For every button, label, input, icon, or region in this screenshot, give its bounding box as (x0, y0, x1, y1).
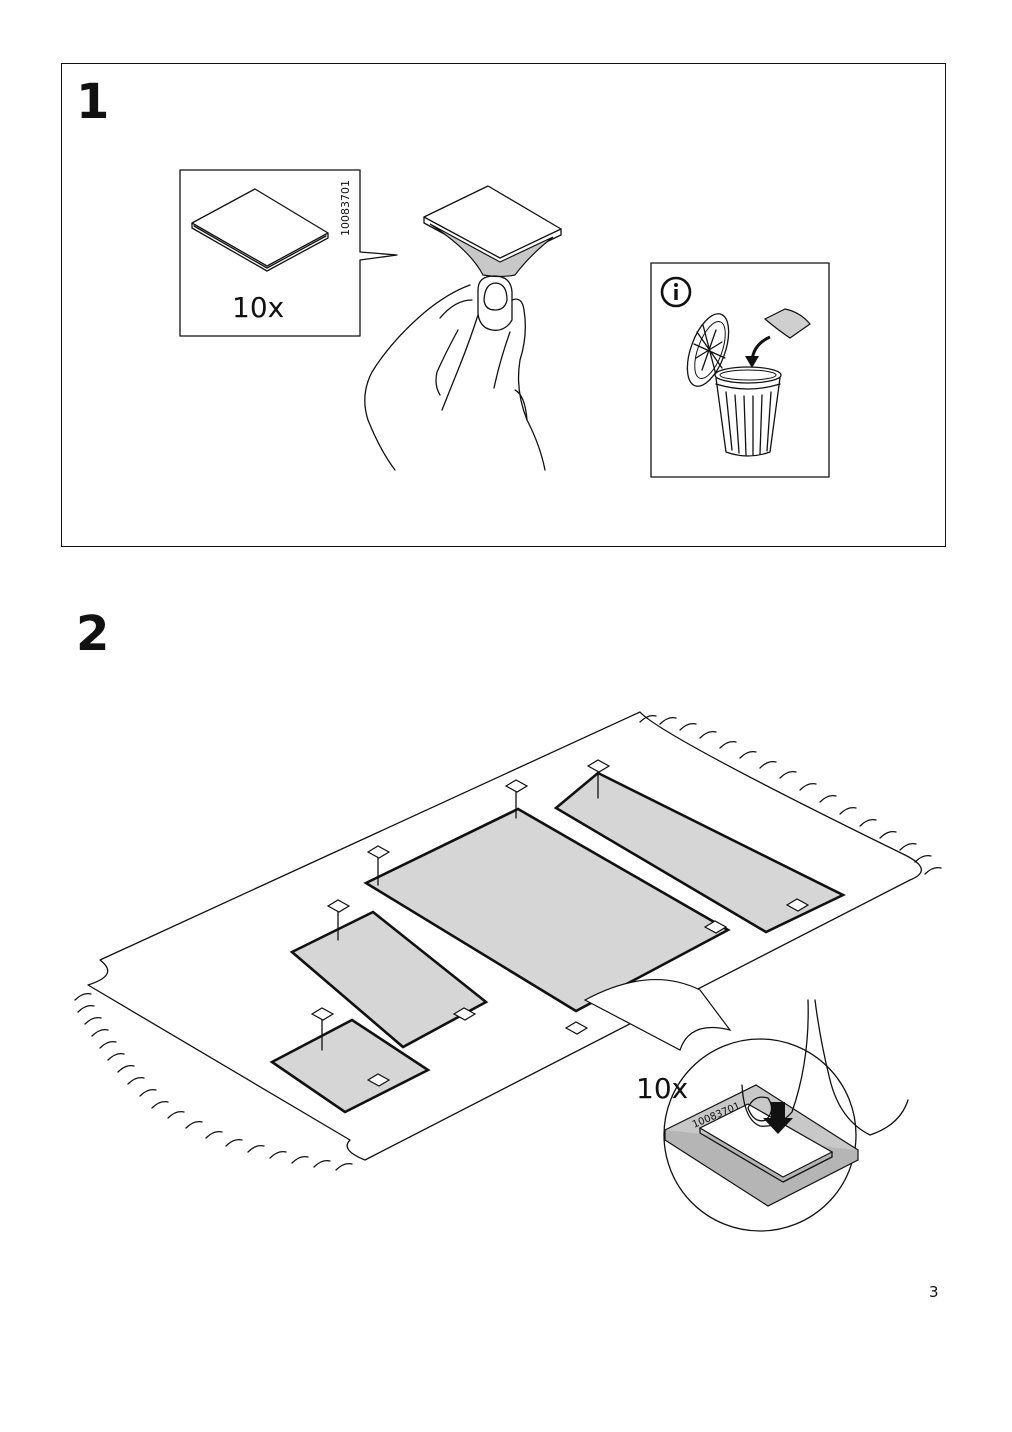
detail-quantity-label: 10x (636, 1072, 688, 1105)
step2-number: 2 (76, 606, 110, 662)
detail-magnifier (663, 999, 909, 1232)
page-number: 3 (929, 1283, 939, 1301)
step1-frame (61, 63, 946, 547)
step1-number: 1 (76, 74, 110, 130)
part-quantity-label: 10x (232, 291, 284, 324)
mirror-panel-small (269, 1018, 431, 1114)
part-article-number: 10083701 (339, 180, 352, 236)
backing-paper-icon (763, 308, 811, 339)
felt-pad-part-icon (191, 188, 329, 272)
mirror-panel-large (363, 807, 731, 1013)
press-down-arrow-icon (763, 1102, 793, 1134)
hand-peeling-backing-illustration (364, 185, 562, 471)
mirror-panel-long (553, 771, 846, 934)
trash-bin-icon (686, 313, 782, 457)
rug-with-mirrors-illustration (74, 711, 942, 1232)
mirror-panel-medium (289, 910, 489, 1049)
info-icon (660, 276, 692, 308)
part-callout (179, 169, 398, 337)
info-panel (650, 262, 830, 478)
